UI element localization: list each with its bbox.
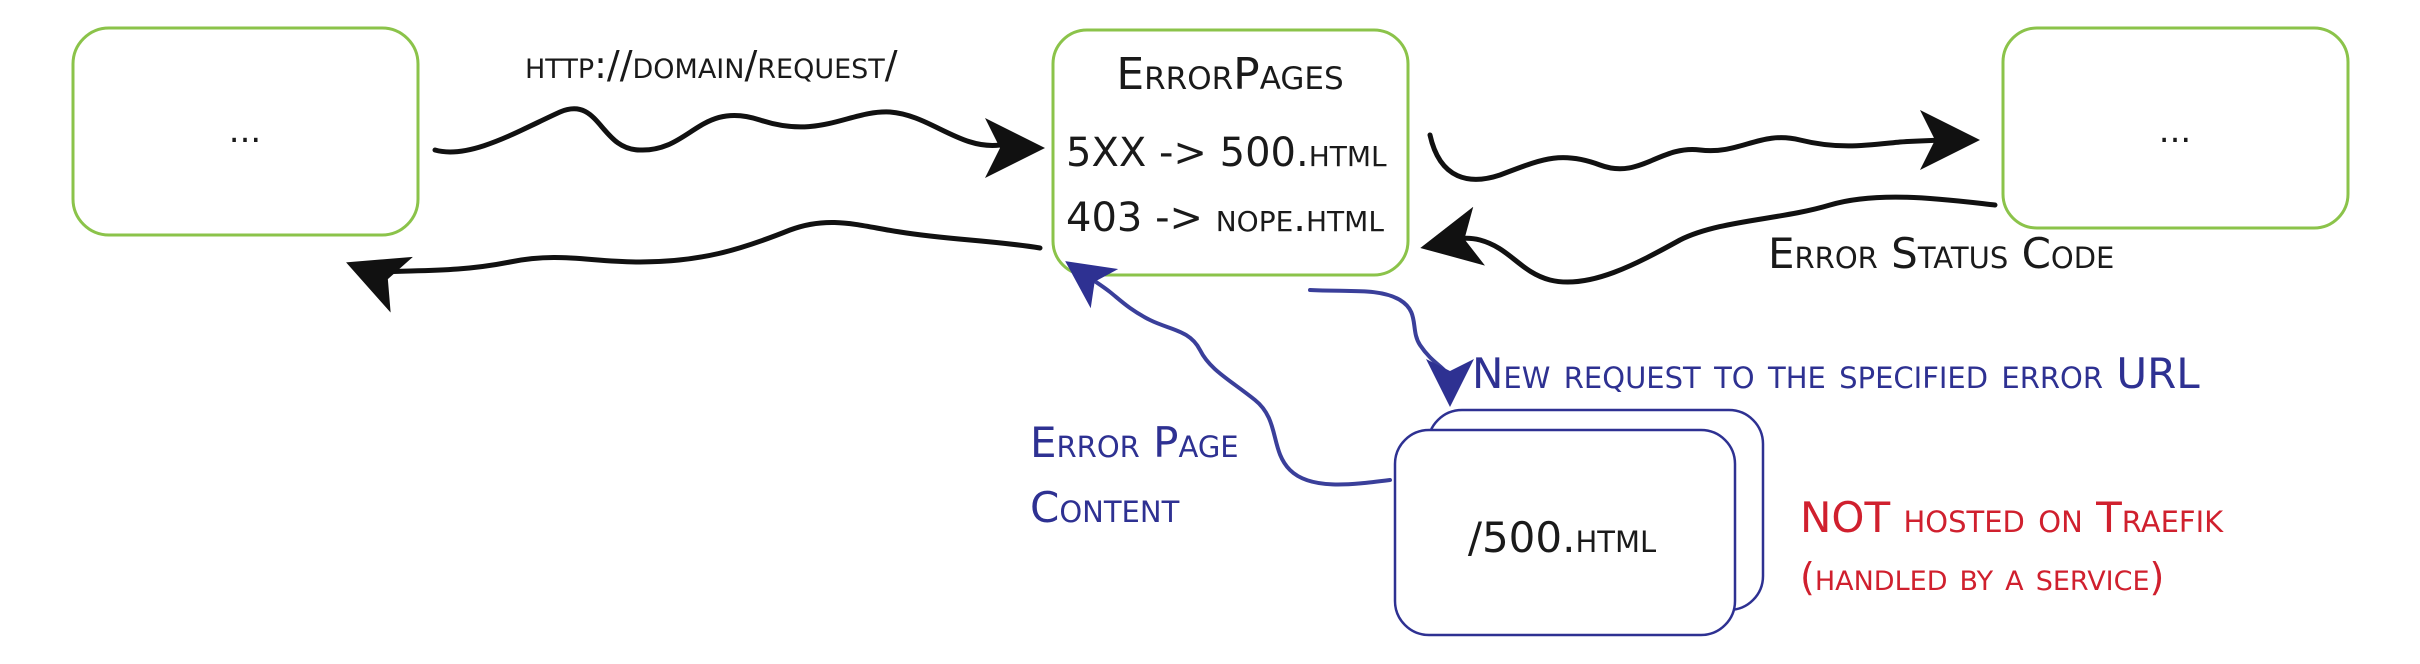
service-box-front xyxy=(1393,428,1737,637)
client-box: ... xyxy=(71,26,420,237)
new-request-arrow xyxy=(1308,288,1474,407)
client-box-label: ... xyxy=(229,111,261,151)
error-page-content-line1: Error Page xyxy=(1030,418,1239,467)
error-page-content-line2: Content xyxy=(1030,483,1180,532)
backend-box: ... xyxy=(2001,26,2350,230)
error-page-content-arrow xyxy=(1065,261,1392,487)
request-url-label: http://domain/request/ xyxy=(525,43,898,87)
rule-403: 403 -> nope.html xyxy=(1066,195,1384,241)
error-status-arrow xyxy=(1420,194,1998,285)
middleware-title: ErrorPages xyxy=(1116,49,1343,100)
response-arrow xyxy=(346,219,1043,313)
new-request-label: New request to the specified error URL xyxy=(1472,349,2200,398)
forward-arrow xyxy=(1427,110,1980,182)
service-box-label: /500.html xyxy=(1468,513,1656,562)
not-hosted-note-line2: (handled by a service) xyxy=(1800,555,2164,599)
error-pages-middleware-box: ErrorPages 5XX -> 500.html 403 -> nope.h… xyxy=(1051,28,1410,277)
error-service-box: /500.html xyxy=(1393,408,1765,637)
rule-5xx: 5XX -> 500.html xyxy=(1066,130,1387,176)
error-status-code-label: Error Status Code xyxy=(1768,229,2114,278)
backend-box-label: ... xyxy=(2159,111,2191,151)
request-arrow xyxy=(432,106,1045,178)
not-hosted-note-line1: NOT hosted on Traefik xyxy=(1800,493,2224,542)
